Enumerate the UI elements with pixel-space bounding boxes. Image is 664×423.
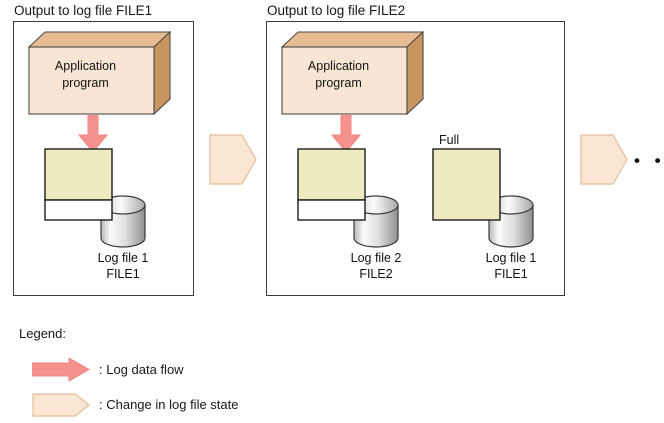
red-right-arrow-icon — [32, 358, 90, 382]
panel-1-title: Output to log file FILE1 — [14, 3, 153, 18]
log-file-name: Log file 1 — [97, 251, 149, 265]
state-change-chevron-1 — [209, 134, 257, 185]
log-file-caption-2-2: Log file 1 FILE1 — [445, 250, 577, 282]
log-file-cylinder-icon — [297, 148, 399, 248]
log-data-flow-arrow-1 — [78, 115, 108, 153]
legend-glyph-log-data-flow — [32, 358, 90, 382]
application-program-box-2: Application program — [281, 31, 424, 115]
log-file-caption-1-1: Log file 1 FILE1 — [57, 250, 189, 282]
log-file-full-label: Full — [439, 133, 460, 147]
state-change-chevron-2 — [580, 134, 628, 185]
log-file-unit-2-1: Log file 2 FILE2 — [297, 148, 407, 281]
log-file-name: Log file 2 — [350, 251, 402, 265]
application-program-box-1: Application program — [28, 31, 171, 115]
legend-glyph-state-change — [32, 393, 90, 417]
log-file-id: FILE1 — [106, 267, 140, 281]
panel-2-title: Output to log file FILE2 — [267, 3, 406, 18]
log-file-cylinder-icon — [432, 148, 534, 248]
log-file-unit-2-2: Log file 1 FILE1 — [432, 148, 542, 281]
log-file-name: Log file 1 — [485, 251, 537, 265]
down-arrow-icon — [78, 115, 108, 153]
legend-title: Legend: — [19, 326, 66, 341]
application-program-shape-icon — [28, 31, 171, 115]
legend-label-state-change: : Change in log file state — [99, 397, 239, 412]
log-file-caption-2-1: Log file 2 FILE2 — [310, 250, 442, 282]
application-program-shape-icon — [281, 31, 424, 115]
log-file-id: FILE1 — [494, 267, 528, 281]
log-file-unit-1-1: Log file 1 FILE1 — [44, 148, 154, 281]
log-file-id: FILE2 — [359, 267, 393, 281]
chevron-right-icon — [209, 134, 257, 185]
down-arrow-icon — [331, 115, 361, 153]
continuation-ellipsis: • • • — [634, 151, 664, 170]
log-data-flow-arrow-2 — [331, 115, 361, 153]
chevron-right-icon — [580, 134, 628, 185]
legend-label-log-data-flow: : Log data flow — [99, 362, 184, 377]
log-file-cylinder-icon — [44, 148, 146, 248]
peach-chevron-icon — [32, 393, 90, 417]
